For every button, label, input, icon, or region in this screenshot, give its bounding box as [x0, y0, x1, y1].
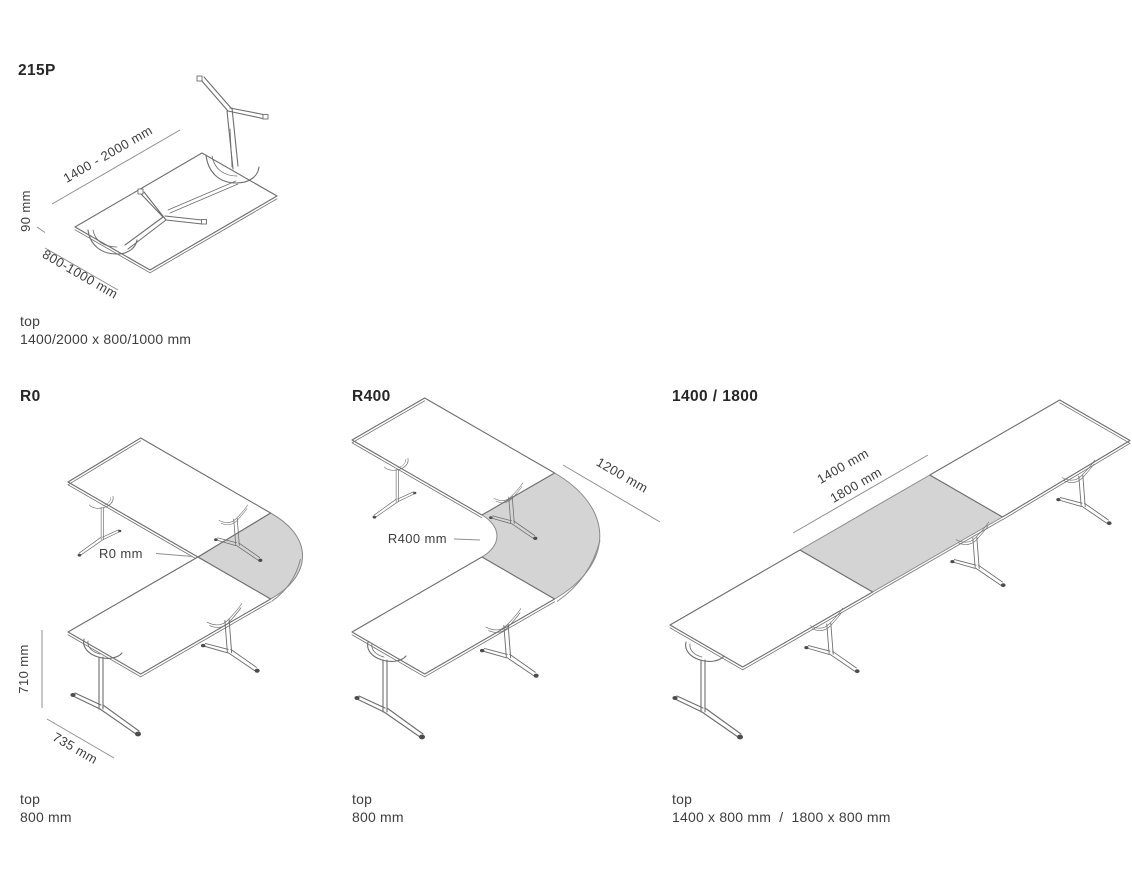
- caption-r400: top 800 mm: [352, 791, 404, 826]
- dimension-tick-height: [36, 226, 46, 233]
- caption-r0: top 800 mm: [20, 791, 72, 826]
- caption-value: 800 mm: [20, 808, 72, 825]
- radius-leader-line: [453, 538, 481, 541]
- dim-labels-length: 1400 mm 1800 mm: [814, 445, 884, 505]
- curved-connector-shaded: [481, 472, 601, 600]
- dim-label-length: 1400 - 2000 mm: [61, 123, 155, 186]
- corner-connector-thickness: [271, 558, 301, 602]
- caption-label: top: [20, 791, 41, 807]
- tabletop-upper: [351, 397, 556, 516]
- section-heading-215p: 215P: [18, 62, 56, 79]
- tabletop-thickness: [74, 198, 278, 274]
- dimension-line-length: [792, 454, 929, 534]
- dimension-line-depth: [46, 718, 115, 759]
- section-heading-1400-1800: 1400 / 1800: [672, 388, 759, 405]
- joint-crossing-lines: [197, 551, 208, 563]
- pedestal-standing: [167, 75, 269, 214]
- tabletop-upper-thickness: [67, 440, 199, 561]
- dim-label-depth: 800-1000 mm: [40, 246, 121, 301]
- corner-connector-shaded: [197, 512, 304, 600]
- radius-leader-line: [155, 553, 194, 557]
- dim-label-radius: R0 mm: [99, 546, 143, 561]
- caption-1400-1800: top 1400 x 800 mm / 1800 x 800 mm: [672, 791, 891, 826]
- tabletop-upper: [67, 437, 272, 558]
- pedestal-folded-flat: [87, 188, 207, 255]
- caption-label: top: [672, 791, 693, 807]
- tabletop-upper-thickness: [351, 400, 483, 519]
- caption-label: top: [352, 791, 373, 807]
- dimension-line-depth: [44, 247, 119, 291]
- caption-215p: top 1400/2000 x 800/1000 mm: [20, 313, 191, 348]
- dimension-line-length: [51, 129, 181, 205]
- diagram-r0-corner: 710 mm 735 mm R0 mm: [16, 437, 304, 767]
- stretcher-beam: [167, 180, 239, 214]
- tabletop-lower: [67, 556, 272, 675]
- dim-label-height: 90 mm: [18, 190, 33, 232]
- dimension-line-width: [562, 464, 661, 523]
- tabletop-right: [929, 399, 1131, 518]
- diagram-r400-curved-corner: R400 mm 1200 mm: [351, 397, 661, 740]
- caption-value: 800 mm: [352, 808, 404, 825]
- curved-connector-thickness: [556, 540, 601, 602]
- tabletop-lower-thickness: [67, 601, 271, 678]
- dim-label-radius: R400 mm: [388, 531, 447, 546]
- tabletop-left: [669, 549, 874, 668]
- diagram-linear-run: 1400 mm 1800 mm: [669, 399, 1131, 740]
- caption-label: top: [20, 313, 41, 329]
- dim-label-height: 710 mm: [16, 644, 31, 693]
- caption-value: 1400 x 800 mm / 1800 x 800 mm: [672, 808, 891, 825]
- diagram-215p-folded-table: 1400 - 2000 mm 800-1000 mm 90 mm: [18, 75, 278, 302]
- section-heading-r0: R0: [20, 388, 41, 405]
- section-heading-r400: R400: [352, 388, 391, 405]
- caption-value: 1400/2000 x 800/1000 mm: [20, 330, 192, 347]
- tabletop-lower-thickness: [351, 601, 555, 678]
- tabletop-left-thickness: [669, 594, 873, 671]
- dim-label-width: 1200 mm: [594, 454, 651, 495]
